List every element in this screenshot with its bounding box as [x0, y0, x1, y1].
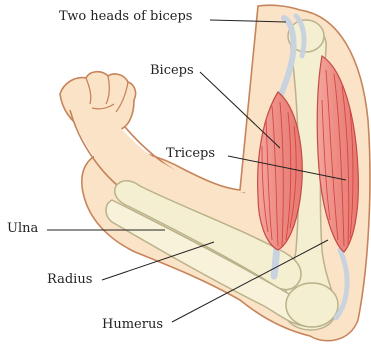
label-two-heads-of-biceps: Two heads of biceps — [59, 10, 192, 23]
label-radius: Radius — [47, 273, 92, 286]
label-triceps: Triceps — [166, 147, 215, 160]
label-humerus: Humerus — [102, 318, 163, 331]
label-ulna: Ulna — [7, 222, 38, 235]
label-biceps: Biceps — [150, 64, 194, 77]
